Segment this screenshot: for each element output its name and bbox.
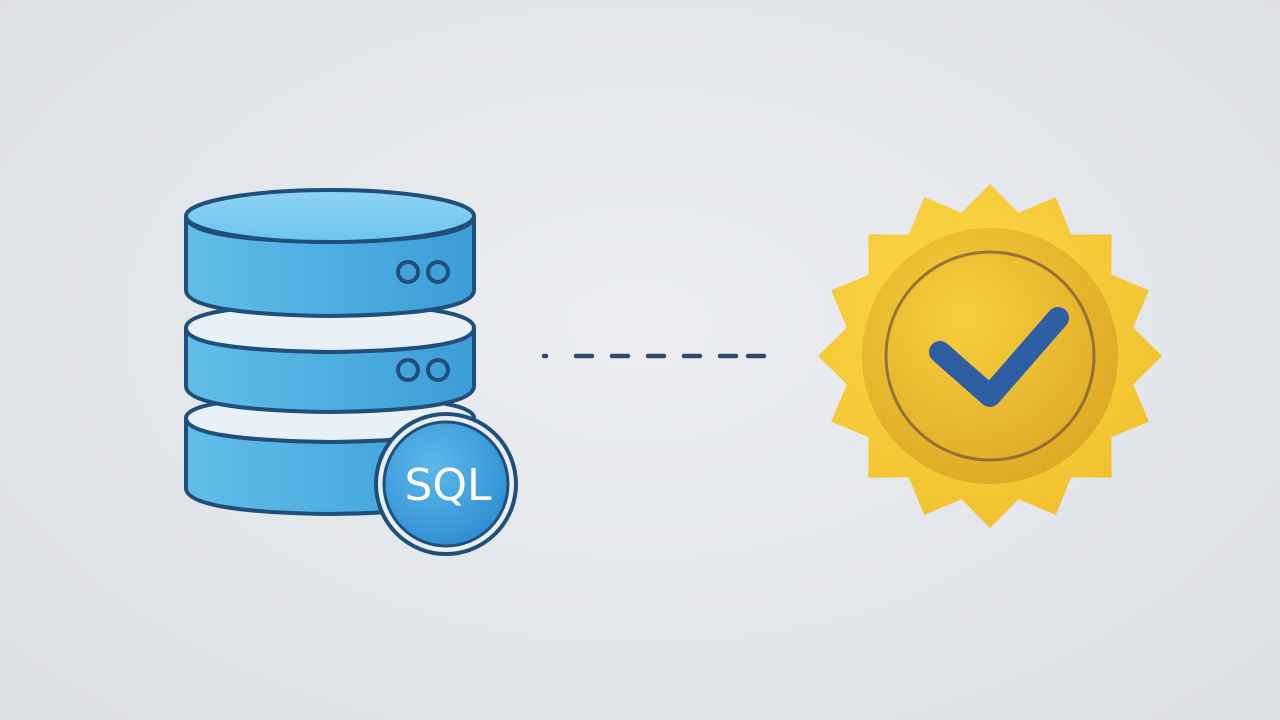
sql-badge-label: SQL — [404, 460, 492, 511]
seal-coin — [862, 228, 1118, 484]
verified-seal-icon — [818, 184, 1162, 528]
database-disk-top — [184, 188, 476, 319]
database-icon — [183, 188, 477, 517]
seal-inner-ring — [884, 250, 1096, 462]
checkmark-icon — [929, 307, 1069, 407]
database-disk-middle — [183, 301, 477, 415]
sql-badge-icon: SQL — [374, 412, 518, 556]
